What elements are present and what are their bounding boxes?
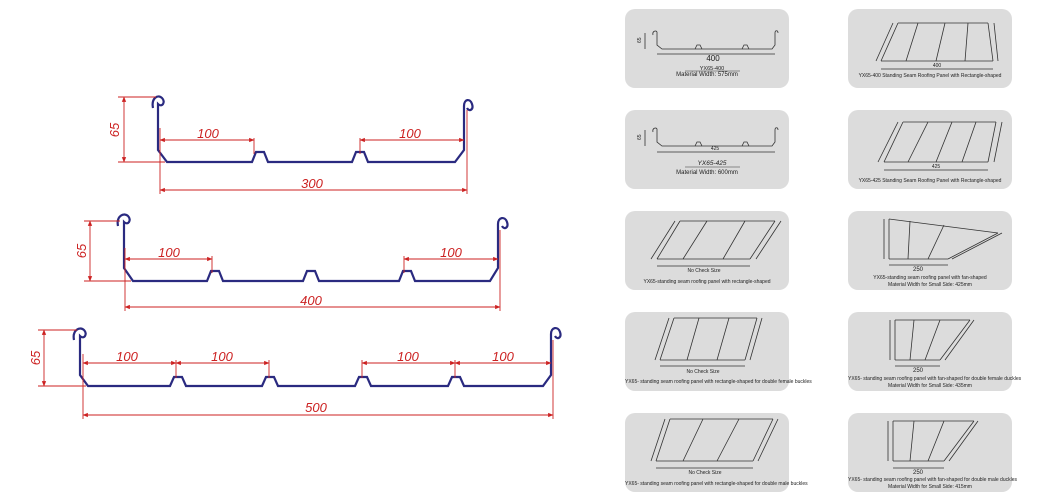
card-yx65-400-section: 65 400 YX65-400 Material Width: 575mm [625,9,789,88]
card-5-caption: YX65-standing seam roofing panel with re… [643,279,771,285]
profile-300-span-left: 100 [197,126,219,141]
card-4-drawing: 425 [877,121,1003,171]
card-fan-female-3d: 250 YX65- standing seam roofing panel wi… [848,312,1022,391]
card-10-caption2: Material Width for Small Side: 415mm [888,484,972,490]
card-9-caption: YX65- standing seam roofing panel with r… [625,481,808,487]
card-1-model: YX65-400 [700,66,724,72]
card-7-drawing: No Check Size [654,317,763,375]
card-3-caption: Material Width: 600mm [676,170,738,176]
profile-500-outline [72,327,562,388]
profile-500-span-3: 100 [397,349,419,364]
card-2-width: 400 [933,63,942,69]
profile-300: 65 100 100 300 [107,95,474,194]
card-3-model: YX65-425 [698,160,727,167]
card-9-drawing: No Check Size [650,418,779,476]
profile-500-span-4: 100 [492,349,514,364]
profile-400: 65 100 100 400 [74,213,509,311]
card-1-drawing: 65 400 YX65-400 [637,30,779,72]
profile-500-span-2: 100 [211,349,233,364]
profile-400-total: 400 [300,293,322,308]
card-6-width: 250 [913,267,924,273]
card-7-caption: YX65- standing seam roofing panel with r… [625,379,812,385]
card-1-caption: Material Width: 575mm [676,72,738,78]
profile-400-span-right: 100 [440,245,462,260]
profile-500: 65 100 100 100 100 500 [28,327,562,419]
card-3-drawing: 65 425 YX65-425 [637,127,779,168]
card-10-drawing: 250 [887,420,979,476]
card-rectangle-3d: No Check Size YX65-standing seam roofing… [625,211,789,290]
card-1-height: 65 [637,37,643,43]
card-10-width: 250 [913,470,924,476]
card-8-drawing: 250 [889,319,975,374]
card-6-caption: YX65-standing seam roofing panel with fa… [873,275,987,281]
card-10-caption: YX65- standing seam roofing panel with f… [848,477,1017,483]
card-2-drawing: 400 [875,22,999,70]
card-8-caption2: Material Width for Small Side: 435mm [888,383,972,389]
card-rectangle-female-3d: No Check Size YX65- standing seam roofin… [625,312,812,391]
card-fan-male-3d: 250 YX65- standing seam roofing panel wi… [848,413,1017,492]
card-yx65-425-3d: 425 YX65-425 Standing Seam Roofing Panel… [848,110,1012,189]
card-6-caption2: Material Width for Small Side: 425mm [888,282,972,288]
profile-500-total: 500 [305,400,327,415]
profile-400-height-label: 65 [74,243,89,258]
card-9-label: No Check Size [688,470,721,476]
profile-400-outline [116,213,509,283]
card-4-caption: YX65-425 Standing Seam Roofing Panel wit… [858,178,1002,184]
card-8-caption: YX65- standing seam roofing panel with f… [848,376,1022,382]
card-rectangle-male-3d: No Check Size YX65- standing seam roofin… [625,413,808,492]
profile-300-span-right: 100 [399,126,421,141]
card-yx65-425-section: 65 425 YX65-425 Material Width: 600mm [625,110,789,189]
card-3-height: 65 [637,134,643,140]
card-yx65-400-3d: 400 YX65-400 Standing Seam Roofing Panel… [848,9,1012,88]
card-5-drawing: No Check Size [650,220,782,274]
card-1-width: 400 [706,54,720,63]
card-2-caption: YX65-400 Standing Seam Roofing Panel wit… [858,73,1002,79]
profile-300-height-label: 65 [107,122,122,137]
card-4-width: 425 [932,164,941,170]
card-6-drawing: 250 [883,218,1003,273]
profile-500-span-1: 100 [116,349,138,364]
profile-300-total: 300 [301,176,323,191]
card-7-label: No Check Size [686,369,719,375]
profile-400-span-left: 100 [158,245,180,260]
profile-300-outline [151,95,474,164]
card-5-label: No Check Size [687,268,720,274]
card-fan-3d: 250 YX65-standing seam roofing panel wit… [848,211,1012,290]
card-3-width: 425 [711,146,720,152]
profile-500-height-label: 65 [28,350,43,365]
profile-drawings: 65 100 100 300 65 100 100 400 [28,95,562,419]
card-8-width: 250 [913,368,924,374]
